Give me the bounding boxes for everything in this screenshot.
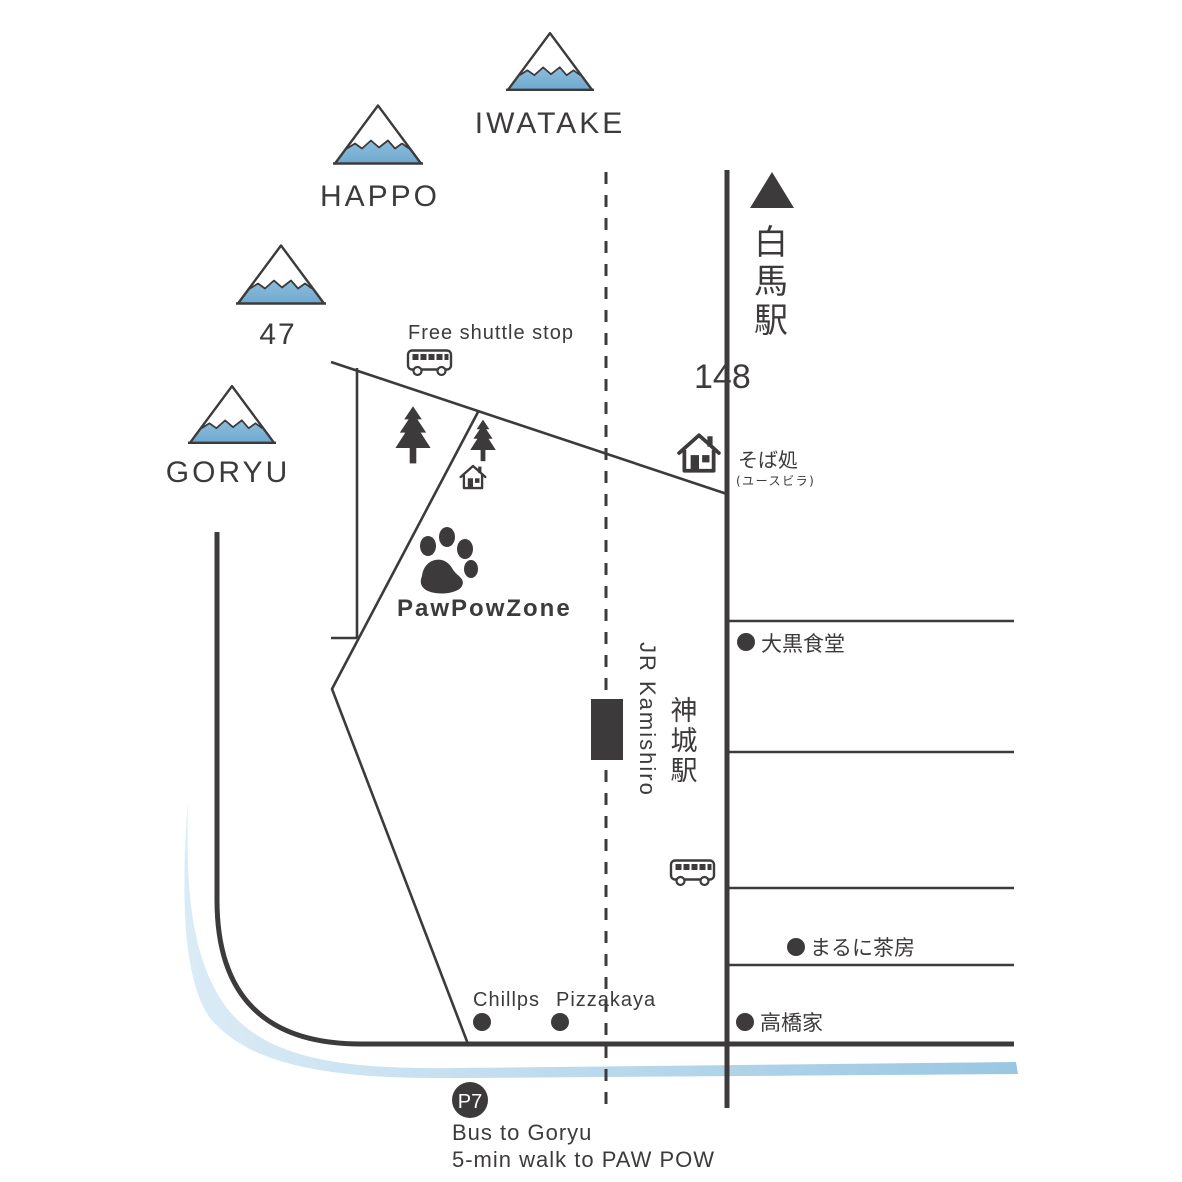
- mountain-label-47[interactable]: 47: [259, 318, 296, 351]
- place-label-soba[interactable]: そば処: [738, 448, 798, 472]
- place-label-takahashi[interactable]: 高橋家: [760, 1011, 823, 1035]
- main-road: [214, 532, 1014, 1047]
- railway-label: JR Kamishiro: [635, 642, 660, 797]
- place-label-pizzakaya[interactable]: Pizzakaya: [556, 989, 656, 1011]
- place-marker[interactable]: [473, 1013, 491, 1031]
- access-road: [330, 411, 480, 1045]
- mountain-icon-happo: [333, 104, 423, 165]
- place-label-daikoku[interactable]: 大黒食堂: [761, 632, 845, 656]
- mountain-icon-47: [236, 244, 326, 305]
- mountain-label-happo[interactable]: HAPPO: [320, 180, 440, 213]
- bus-stop-line2: 5-min walk to PAW POW: [452, 1147, 715, 1172]
- bus-stop-p7-marker[interactable]: [452, 1082, 488, 1118]
- house-icon: [459, 464, 487, 490]
- kamishiro-station-char: 城: [671, 726, 698, 757]
- diagonal-road: [330, 360, 728, 496]
- north-arrow-icon: [750, 172, 794, 208]
- kamishiro-station-char: 神: [671, 696, 698, 727]
- tree-icon: [395, 406, 431, 464]
- river: [184, 800, 1018, 1079]
- kamishiro-station-marker[interactable]: [591, 699, 623, 760]
- route-number-label: 148: [694, 358, 751, 396]
- place-sublabel-soba: (ユースビラ): [736, 474, 815, 488]
- bus-icon[interactable]: [669, 859, 716, 887]
- place-marker[interactable]: [736, 1013, 754, 1031]
- bus-stop-code: P7: [458, 1091, 482, 1113]
- mountain-icon-iwatake: [506, 31, 594, 92]
- bus-stop-line1: Bus to Goryu: [452, 1120, 592, 1145]
- hakuba-station-char: 駅: [754, 301, 788, 341]
- house-icon[interactable]: [677, 433, 721, 473]
- tree-icon: [470, 419, 496, 462]
- mountain-icon-goryu: [188, 384, 276, 445]
- hakuba-station-char: 白: [754, 223, 788, 263]
- mountain-label-goryu[interactable]: GORYU: [166, 456, 290, 489]
- kamishiro-station-char: 駅: [671, 756, 698, 787]
- paw-icon[interactable]: [420, 527, 478, 594]
- place-marker[interactable]: [737, 633, 755, 651]
- brand-logo-text[interactable]: PawPowZone: [397, 595, 572, 622]
- mountain-label-iwatake[interactable]: IWATAKE: [475, 107, 625, 140]
- place-marker[interactable]: [551, 1013, 569, 1031]
- place-label-chillps[interactable]: Chillps: [473, 989, 540, 1011]
- bus-icon[interactable]: [406, 349, 453, 377]
- hakuba-station-char: 馬: [754, 262, 788, 302]
- place-marker[interactable]: [787, 938, 805, 956]
- place-label-maruni[interactable]: まるに茶房: [810, 936, 915, 960]
- shuttle-stop-label: Free shuttle stop: [408, 322, 574, 344]
